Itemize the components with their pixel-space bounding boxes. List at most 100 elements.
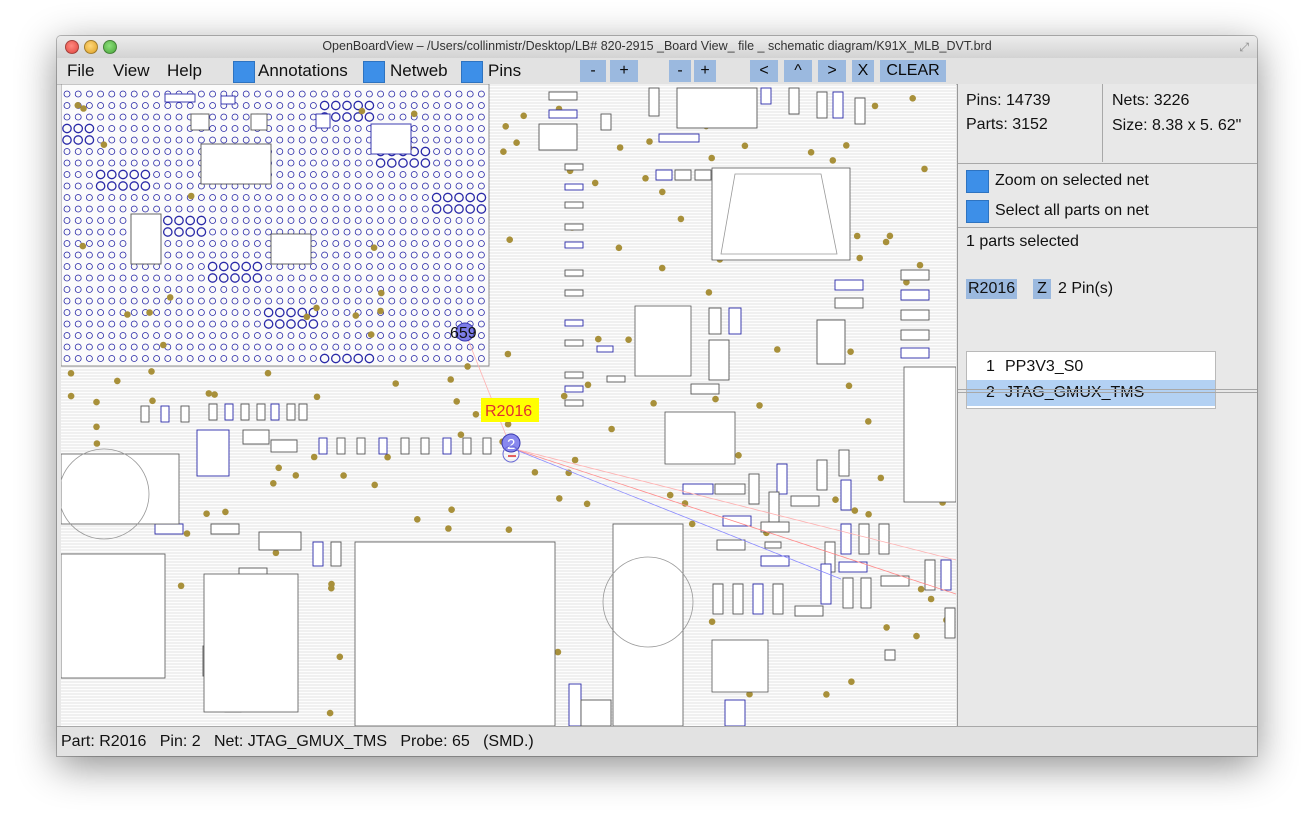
bga-pin — [466, 182, 474, 190]
bga-pin — [196, 227, 207, 237]
zoom-in-small-button[interactable]: + — [694, 60, 716, 82]
info-panel: Pins: 14739 Nets: 3226 Parts: 3152 Size:… — [957, 84, 1257, 726]
bga-pin — [197, 251, 205, 259]
bga-pin — [97, 113, 104, 121]
bga-pin — [433, 102, 441, 109]
pan-right-button[interactable]: > — [818, 60, 846, 82]
bga-pin — [365, 251, 373, 259]
netweb-label[interactable]: Netweb — [390, 61, 448, 80]
bga-pin — [399, 171, 407, 178]
bga-pin — [287, 205, 295, 213]
bga-pin — [309, 159, 317, 167]
bga-pin — [97, 309, 104, 316]
bga-pin — [287, 286, 295, 293]
test-pad — [774, 346, 781, 353]
separator — [958, 392, 1257, 393]
bga-pin — [354, 228, 362, 236]
bga-pin — [231, 217, 239, 224]
bga-pin — [253, 297, 261, 305]
bga-pin — [265, 355, 273, 362]
bga-pin — [444, 113, 452, 121]
bga-pin — [455, 159, 463, 167]
bga-pin — [108, 286, 116, 293]
component-outline — [840, 523, 852, 555]
app-window: OpenBoardView – /Users/collinmistr/Deskt… — [57, 36, 1257, 756]
chip-outline-5 — [612, 523, 684, 726]
zoom-out-button[interactable]: - — [580, 60, 606, 82]
annotations-label[interactable]: Annotations — [258, 61, 348, 80]
bga-pin — [186, 148, 194, 155]
bga-pin — [209, 320, 217, 328]
minimize-window-button[interactable] — [84, 40, 98, 54]
component-outline — [924, 559, 936, 591]
bga-pin — [85, 297, 93, 305]
part-chip[interactable]: R2016 — [966, 279, 1018, 299]
bga-pin — [332, 251, 340, 259]
test-pad — [856, 254, 863, 262]
component-outline — [298, 403, 308, 421]
bga-pin — [63, 240, 71, 247]
zoom-window-button[interactable] — [103, 40, 117, 54]
bga-pin — [97, 102, 104, 109]
menu-help[interactable]: Help — [167, 61, 202, 80]
test-pad — [615, 244, 623, 252]
bga-pin — [399, 332, 407, 339]
pins-checkbox[interactable] — [461, 61, 483, 83]
fullscreen-icon[interactable]: ⤢ — [1239, 40, 1249, 54]
bga-pin — [444, 228, 452, 236]
zoom-net-label[interactable]: Zoom on selected net — [995, 172, 1149, 189]
pan-left-button[interactable]: < — [750, 60, 778, 82]
board-canvas[interactable]: 659 R2016 2 — [61, 84, 956, 726]
netweb-checkbox[interactable] — [363, 61, 385, 83]
bga-pin — [175, 320, 183, 328]
bga-pin — [388, 228, 396, 236]
component-outline — [580, 699, 612, 726]
zoom-part-button[interactable]: Z — [1033, 279, 1051, 299]
bga-pin — [74, 90, 82, 98]
board-drawing[interactable]: 659 R2016 2 — [61, 84, 956, 726]
bga-pin — [433, 343, 441, 351]
bga-pin — [410, 182, 418, 190]
test-pad — [608, 425, 615, 433]
menu-file[interactable]: File — [67, 61, 95, 80]
component-outline — [564, 183, 584, 191]
zoom-in-button[interactable]: + — [610, 60, 638, 82]
bga-pin — [197, 332, 205, 339]
select-all-label[interactable]: Select all parts on net — [995, 202, 1149, 219]
select-all-checkbox[interactable] — [966, 200, 989, 223]
clear-x-button[interactable]: X — [852, 60, 874, 82]
bga-pin — [63, 355, 71, 362]
bga-pin — [298, 205, 306, 213]
component-outline — [884, 649, 896, 661]
zoom-out-small-button[interactable]: - — [669, 60, 691, 82]
bga-pin — [455, 343, 463, 351]
zoom-net-checkbox[interactable] — [966, 170, 989, 193]
bga-pin — [287, 113, 295, 121]
bga-pin — [321, 251, 329, 259]
bga-pin — [265, 136, 273, 144]
bga-pin — [399, 102, 407, 109]
test-pad — [913, 632, 920, 640]
pin-row-2[interactable]: 2 JTAG_GMUX_TMS — [967, 380, 1215, 406]
netweb-line-4 — [464, 331, 512, 449]
part-label-highlight — [481, 398, 539, 422]
component-outline — [842, 577, 854, 609]
bga-pin — [218, 261, 229, 272]
close-window-button[interactable] — [65, 40, 79, 54]
probe-marker[interactable] — [455, 322, 475, 342]
menu-view[interactable]: View — [113, 61, 150, 80]
bga-pin — [410, 251, 418, 259]
pan-up-button[interactable]: ^ — [784, 60, 812, 82]
annotations-checkbox[interactable] — [233, 61, 255, 83]
bga-pin — [354, 148, 362, 155]
bga-pin — [309, 343, 317, 351]
clear-button[interactable]: CLEAR — [880, 60, 946, 82]
bga-pin — [377, 240, 385, 247]
pin-row-1[interactable]: 1 PP3V3_S0 — [967, 354, 1215, 380]
bga-pin — [209, 125, 217, 132]
bga-pin — [332, 136, 340, 144]
bga-pin — [276, 332, 284, 339]
bga-pin — [377, 355, 385, 362]
component-outline — [716, 539, 746, 551]
pins-label[interactable]: Pins — [488, 61, 522, 80]
